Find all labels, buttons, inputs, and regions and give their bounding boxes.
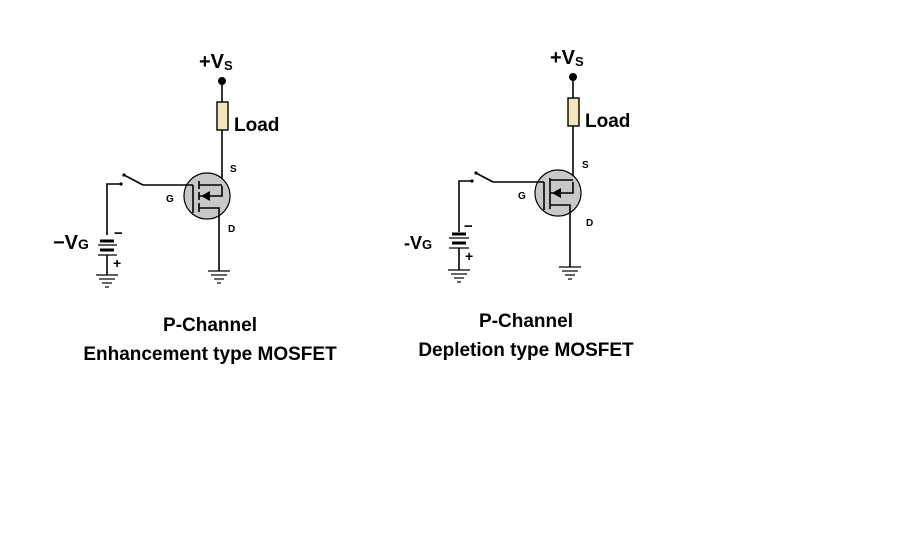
p-channel-depletion-mosfet <box>493 169 582 217</box>
caption-line-2: Depletion type MOSFET <box>418 340 634 361</box>
gate-switch <box>119 173 144 186</box>
load-label: Load <box>234 115 279 136</box>
drain-connection <box>199 207 220 219</box>
load-resistor <box>216 101 229 131</box>
switch-to-battery-wire <box>458 180 472 232</box>
supply-voltage-label: +VS <box>199 51 233 73</box>
gate-battery-icon <box>98 239 117 256</box>
p-channel-enhancement-mosfet <box>143 172 231 220</box>
ground-icon <box>559 266 581 280</box>
gate-voltage-label: −VG <box>53 232 89 254</box>
switch-to-battery-wire <box>106 183 121 235</box>
p-channel-arrow-icon <box>201 191 210 201</box>
gate-battery-icon <box>449 232 469 249</box>
supply-voltage-label: +VS <box>550 47 584 69</box>
load-label: Load <box>585 111 630 132</box>
battery-minus-sign: − <box>114 225 123 242</box>
depletion-circuit: +VS Load S G D <box>404 47 630 283</box>
ground-icon <box>208 270 230 284</box>
depletion-caption: P-Channel Depletion type MOSFET <box>396 307 656 365</box>
load-resistor <box>567 97 580 127</box>
enhancement-caption: P-Channel Enhancement type MOSFET <box>60 311 360 369</box>
source-label: S <box>230 164 237 175</box>
battery-minus-sign: − <box>464 218 473 235</box>
caption-line-1: P-Channel <box>163 315 257 336</box>
drain-connection <box>550 204 571 216</box>
drain-label: D <box>586 218 593 229</box>
gate-voltage-label: -VG <box>404 233 432 253</box>
gate-label: G <box>166 194 174 205</box>
caption-line-2: Enhancement type MOSFET <box>83 344 337 365</box>
gate-switch <box>470 171 494 183</box>
drain-label: D <box>228 224 235 235</box>
ground-icon <box>96 274 118 288</box>
battery-plus-sign: + <box>465 248 473 264</box>
p-channel-arrow-icon <box>552 188 561 198</box>
enhancement-circuit: +VS Load S G D <box>53 51 279 288</box>
ground-icon <box>448 269 470 283</box>
gate-label: G <box>518 191 526 202</box>
source-label: S <box>582 160 589 171</box>
caption-line-1: P-Channel <box>479 311 573 332</box>
battery-plus-sign: + <box>113 255 121 271</box>
